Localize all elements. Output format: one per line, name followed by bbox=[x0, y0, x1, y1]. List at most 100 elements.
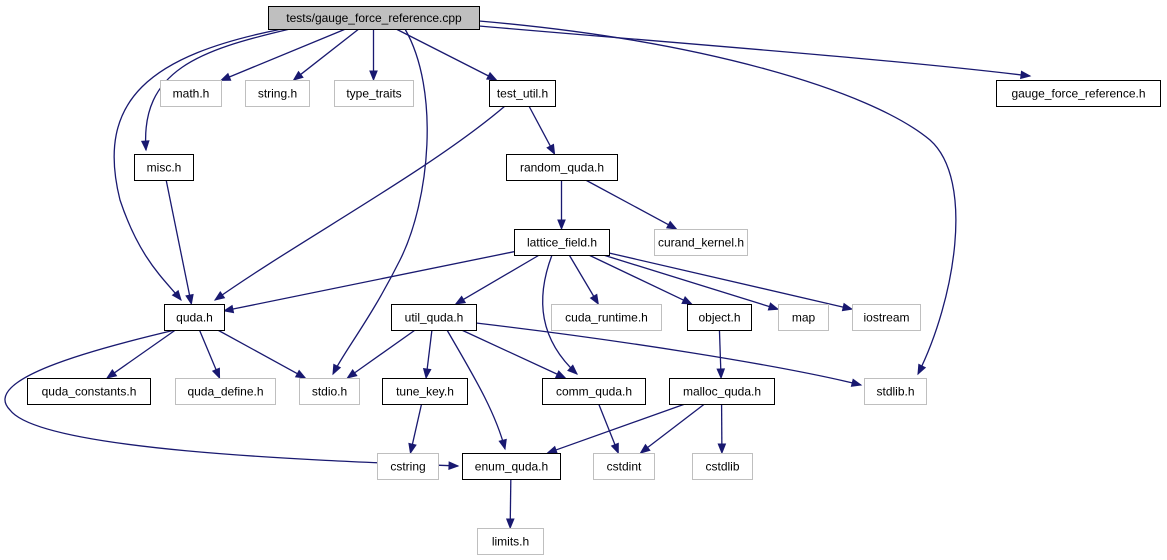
edge-test-util-h-to-quda-h bbox=[214, 105, 506, 301]
edge-root-to-gauge-force-reference-h bbox=[478, 25, 1031, 77]
node-enum-quda-h[interactable]: enum_quda.h bbox=[462, 453, 561, 480]
edge-root-to-gauge-force-reference-h-arrowhead bbox=[1020, 70, 1032, 80]
node-label: lattice_field.h bbox=[527, 236, 597, 250]
edge-enum-quda-h-to-limits-h-arrowhead bbox=[505, 518, 515, 530]
node-test-util-h[interactable]: test_util.h bbox=[489, 80, 556, 107]
node-box bbox=[514, 229, 610, 256]
edge-root-to-quda-h bbox=[113, 28, 283, 301]
edge-quda-h-to-quda-constants-h-arrowhead bbox=[105, 368, 118, 379]
edge-comm-quda-h-to-cstdint-arrowhead bbox=[610, 442, 619, 455]
node-box bbox=[489, 80, 556, 107]
node-box bbox=[164, 304, 225, 331]
edge-comm-quda-h-to-cstdint bbox=[598, 403, 616, 446]
edge-util-quda-h-to-enum-quda-h bbox=[446, 329, 506, 450]
node-box bbox=[391, 304, 477, 331]
node-tune-key-h[interactable]: tune_key.h bbox=[382, 378, 468, 405]
edge-quda-h-to-stdio-h-arrowhead bbox=[294, 369, 307, 379]
node-random-quda-h[interactable]: random_quda.h bbox=[506, 154, 618, 181]
edge-util-quda-h-to-stdlib-h bbox=[475, 322, 862, 386]
edge-quda-h-to-enum-quda-h bbox=[4, 329, 459, 467]
edge-lattice-field-h-to-comm-quda-h bbox=[542, 254, 578, 375]
node-quda-h[interactable]: quda.h bbox=[164, 304, 225, 331]
node-label: malloc_quda.h bbox=[683, 385, 761, 399]
node-label: cstring bbox=[390, 460, 425, 474]
node-quda-constants-h[interactable]: quda_constants.h bbox=[27, 378, 151, 405]
node-type-traits: type_traits bbox=[334, 80, 414, 107]
node-label: object.h bbox=[698, 311, 740, 325]
node-math-h: math.h bbox=[160, 80, 222, 107]
node-label: tune_key.h bbox=[396, 385, 454, 399]
node-box bbox=[245, 80, 310, 107]
edge-root-to-string-h-arrowhead bbox=[292, 70, 304, 81]
edge-root-to-misc-h-arrowhead bbox=[140, 140, 150, 152]
edge-root-to-test-util-h bbox=[395, 28, 490, 77]
node-label: enum_quda.h bbox=[475, 460, 548, 474]
node-util-quda-h[interactable]: util_quda.h bbox=[391, 304, 477, 331]
node-gauge-force-reference-h[interactable]: gauge_force_reference.h bbox=[996, 80, 1161, 107]
edge-lattice-field-h-to-util-quda-h bbox=[462, 254, 540, 301]
node-label: test_util.h bbox=[497, 87, 548, 101]
node-label: quda.h bbox=[176, 311, 213, 325]
node-label: misc.h bbox=[147, 161, 182, 175]
edge-lattice-field-h-to-cuda-runtime-h-arrowhead bbox=[589, 293, 599, 306]
edge-lattice-field-h-to-object-h-arrowhead bbox=[681, 295, 693, 305]
node-label: math.h bbox=[173, 87, 210, 101]
node-label: stdlib.h bbox=[876, 385, 914, 399]
edge-root-to-misc-h bbox=[144, 28, 291, 151]
node-box bbox=[377, 453, 439, 480]
edge-malloc-quda-h-to-cstdlib-arrowhead bbox=[717, 443, 727, 455]
edge-root-to-math-h-arrowhead bbox=[219, 72, 232, 81]
node-comm-quda-h[interactable]: comm_quda.h bbox=[542, 378, 646, 405]
edge-root-to-stdio-h-arrowhead bbox=[332, 363, 342, 376]
node-map: map bbox=[778, 304, 829, 331]
node-label: type_traits bbox=[346, 87, 401, 101]
edge-quda-h-to-stdio-h bbox=[217, 329, 299, 375]
edge-quda-h-to-quda-constants-h bbox=[113, 329, 176, 374]
edge-lattice-field-h-to-iostream-arrowhead bbox=[841, 302, 854, 312]
edge-object-h-to-malloc-quda-h-arrowhead bbox=[716, 368, 726, 380]
edge-util-quda-h-to-enum-quda-h-arrowhead bbox=[498, 438, 507, 451]
node-misc-h[interactable]: misc.h bbox=[134, 154, 194, 181]
edge-test-util-h-to-random-quda-h-arrowhead bbox=[546, 143, 556, 156]
node-malloc-quda-h[interactable]: malloc_quda.h bbox=[669, 378, 775, 405]
edge-lattice-field-h-to-comm-quda-h-arrowhead bbox=[567, 364, 578, 375]
node-box bbox=[334, 80, 414, 107]
node-root[interactable]: tests/gauge_force_reference.cpp bbox=[268, 6, 480, 30]
edge-quda-h-to-quda-define-h-arrowhead bbox=[211, 367, 221, 380]
edge-root-to-quda-h-arrowhead bbox=[171, 289, 182, 302]
node-curand-kernel-h: curand_kernel.h bbox=[654, 229, 748, 256]
node-box bbox=[996, 80, 1161, 107]
edge-lattice-field-h-to-util-quda-h-arrowhead bbox=[454, 295, 467, 305]
node-stdlib-h: stdlib.h bbox=[864, 378, 927, 405]
node-label: iostream bbox=[863, 311, 909, 325]
node-box bbox=[175, 378, 276, 405]
edges-layer bbox=[4, 20, 1032, 530]
node-label: tests/gauge_force_reference.cpp bbox=[286, 11, 462, 25]
node-stdio-h: stdio.h bbox=[299, 378, 360, 405]
node-label: gauge_force_reference.h bbox=[1011, 87, 1145, 101]
node-label: curand_kernel.h bbox=[658, 236, 744, 250]
node-label: stdio.h bbox=[312, 385, 347, 399]
edge-random-quda-h-to-curand-kernel-h-arrowhead bbox=[665, 220, 678, 230]
edge-random-quda-h-to-curand-kernel-h bbox=[585, 179, 670, 226]
node-box bbox=[506, 154, 618, 181]
edge-root-to-string-h bbox=[299, 28, 360, 76]
node-box bbox=[654, 229, 748, 256]
node-label: cuda_runtime.h bbox=[565, 311, 648, 325]
node-object-h[interactable]: object.h bbox=[687, 304, 752, 331]
edge-tune-key-h-to-cstring-arrowhead bbox=[408, 442, 417, 455]
node-box bbox=[477, 528, 544, 555]
node-box bbox=[462, 453, 561, 480]
node-cuda-runtime-h: cuda_runtime.h bbox=[551, 304, 662, 331]
node-cstring: cstring bbox=[377, 453, 439, 480]
edge-malloc-quda-h-to-cstdint-arrowhead bbox=[639, 443, 651, 454]
node-lattice-field-h[interactable]: lattice_field.h bbox=[514, 229, 610, 256]
node-box bbox=[551, 304, 662, 331]
node-box bbox=[542, 378, 646, 405]
node-label: random_quda.h bbox=[520, 161, 604, 175]
edge-tune-key-h-to-cstring bbox=[411, 403, 423, 446]
edge-misc-h-to-quda-h-arrowhead bbox=[185, 293, 194, 306]
node-label: quda_define.h bbox=[187, 385, 263, 399]
edge-root-to-type-traits-arrowhead bbox=[369, 70, 378, 82]
